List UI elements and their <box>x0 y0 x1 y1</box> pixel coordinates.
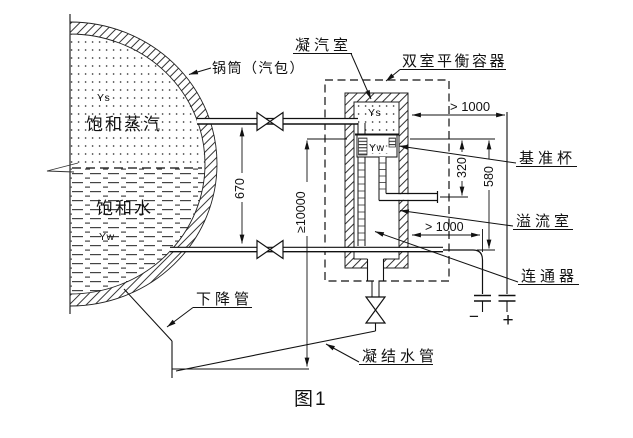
connector-tube-bore <box>358 123 365 246</box>
reference-cup-water <box>368 140 388 154</box>
cup-water-symbol: Yw <box>369 142 385 154</box>
connector-label: 连通器 <box>521 268 578 285</box>
drum-steam-symbol: Ys <box>97 92 110 104</box>
saturated-water-label: 饱和水 <box>96 199 153 218</box>
overflow-pipe-bore-h <box>384 194 437 200</box>
plus-tap-sign: + <box>502 310 513 331</box>
drum-label: 锅筒（汽包） <box>212 60 305 76</box>
overflow-outlet-pipe <box>378 157 439 203</box>
drum-interior <box>70 34 205 294</box>
drain-assembly <box>364 258 387 331</box>
dimension-lines <box>239 112 508 367</box>
chamber-steam-symbol: Ys <box>368 107 381 119</box>
reference-cup: Yw <box>355 133 399 158</box>
reference-cup-right-block <box>388 137 396 148</box>
minus-tap-sign: − <box>469 307 479 326</box>
dim-320: 320 <box>455 157 469 178</box>
condensing-chamber-leader <box>350 53 372 100</box>
reference-cup-leader <box>398 144 517 164</box>
overflow-chamber-label: 溢流室 <box>516 213 573 230</box>
overflow-pipe-ribs <box>379 162 386 190</box>
callouts: 凝汽室 双室平衡容器 基准杯 溢流室 连通器 下降管 凝结水管 <box>166 37 579 365</box>
condensing-chamber-label: 凝汽室 <box>295 37 352 54</box>
bottom-piping <box>123 288 376 378</box>
condensate-pipe <box>175 330 376 372</box>
overflow-chamber-leader <box>399 209 514 227</box>
connector-leader <box>374 231 519 283</box>
downcomer-label: 下降管 <box>196 291 253 308</box>
dim-10000: ≥10000 <box>294 191 308 233</box>
balance-vessel-leader <box>385 69 401 82</box>
reference-cup-left-block <box>358 137 368 156</box>
water-pipe-bore <box>170 247 443 252</box>
minus-impulse-line <box>443 249 484 294</box>
overflow-pipe-bore-v <box>379 157 386 199</box>
water-level-break-mark <box>46 162 79 173</box>
condensate-pipe-label: 凝结水管 <box>362 348 438 365</box>
dim-670: 670 <box>233 178 247 199</box>
drum-shell <box>69 21 218 307</box>
vessel-internals: Yw Ys <box>355 107 439 246</box>
drum-water-symbol: Yw <box>99 231 115 243</box>
reference-cup-label: 基准杯 <box>519 150 576 167</box>
drain-valve <box>364 296 387 324</box>
dim-580: 580 <box>482 166 496 187</box>
downcomer-leader <box>166 307 194 328</box>
steam-pipe-valve <box>256 111 284 132</box>
drain-gap <box>367 258 384 270</box>
balance-vessel-label: 双室平衡容器 <box>402 53 507 70</box>
dim-bottom-1000: > 1000 <box>425 220 464 234</box>
dim-top-1000: > 1000 <box>450 99 490 114</box>
connector-tube-ribs <box>358 162 365 241</box>
boiler-drum: Ys 饱和蒸汽 Yw 饱和水 锅筒（汽包） <box>46 14 305 314</box>
figure-caption: 图1 <box>294 389 328 410</box>
drum-label-leader <box>188 67 212 75</box>
water-pipe <box>170 246 484 294</box>
condensate-pipe-leader <box>325 343 360 363</box>
downcomer-pipe <box>123 288 173 342</box>
saturated-steam-label: 饱和蒸汽 <box>86 115 162 134</box>
instrument-taps: − + <box>469 294 516 331</box>
water-pipe-valve <box>256 239 284 260</box>
